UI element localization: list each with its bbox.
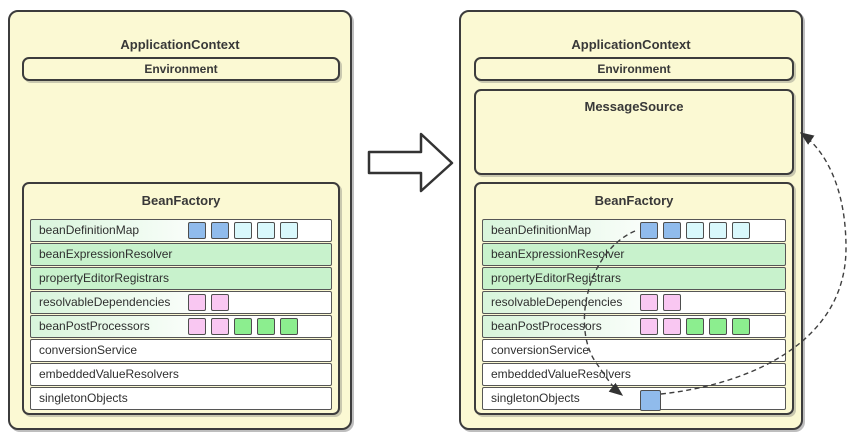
bean-square — [732, 318, 750, 335]
page-title: ApplicationContext — [120, 37, 240, 52]
row-label: beanPostProcessors — [491, 319, 602, 333]
row-propertyEditorRegistrars: propertyEditorRegistrars — [30, 267, 332, 290]
bean-square — [188, 294, 206, 311]
bean-square — [640, 222, 658, 239]
bean-factory-title: BeanFactory — [141, 193, 221, 208]
row-beanPostProcessors: beanPostProcessors — [30, 315, 332, 338]
row-embeddedValueResolvers: embeddedValueResolvers — [30, 363, 332, 386]
bean-square — [211, 222, 229, 239]
bean-factory-rows: beanDefinitionMap beanExpressionResolver… — [482, 219, 786, 411]
singleton-bean-square — [640, 390, 661, 411]
bean-squares — [640, 294, 681, 311]
row-conversionService: conversionService — [30, 339, 332, 362]
row-label: resolvableDependencies — [491, 295, 623, 309]
bean-factory-box: BeanFactory beanDefinitionMap beanExpres… — [474, 182, 794, 415]
row-beanExpressionResolver: beanExpressionResolver — [482, 243, 786, 266]
bean-square — [211, 318, 229, 335]
environment-box: Environment — [474, 57, 794, 81]
bean-square — [663, 222, 681, 239]
application-context-panel-before: ApplicationContext Environment BeanFacto… — [8, 10, 352, 430]
row-label: beanExpressionResolver — [491, 247, 625, 261]
row-singletonObjects: singletonObjects — [30, 387, 332, 410]
row-singletonObjects: singletonObjects — [482, 387, 786, 411]
row-label: propertyEditorRegistrars — [491, 271, 622, 285]
bean-square — [686, 318, 704, 335]
bean-square — [640, 318, 658, 335]
row-label: singletonObjects — [491, 391, 580, 405]
row-beanPostProcessors: beanPostProcessors — [482, 315, 786, 338]
row-beanExpressionResolver: beanExpressionResolver — [30, 243, 332, 266]
bean-square — [280, 318, 298, 335]
bean-squares — [640, 318, 750, 335]
environment-label: Environment — [597, 62, 671, 76]
bean-factory-box: BeanFactory beanDefinitionMap beanExpres… — [22, 182, 340, 415]
bean-factory-rows: beanDefinitionMap beanExpressionResolver… — [30, 219, 332, 411]
bean-squares — [188, 294, 229, 311]
bean-square — [663, 318, 681, 335]
row-resolvableDependencies: resolvableDependencies — [482, 291, 786, 314]
row-label: beanPostProcessors — [39, 319, 150, 333]
bean-square — [709, 222, 727, 239]
bean-factory-title: BeanFactory — [594, 193, 674, 208]
row-label: singletonObjects — [39, 391, 128, 405]
row-embeddedValueResolvers: embeddedValueResolvers — [482, 363, 786, 386]
row-label: embeddedValueResolvers — [491, 367, 631, 381]
row-propertyEditorRegistrars: propertyEditorRegistrars — [482, 267, 786, 290]
row-label: resolvableDependencies — [39, 295, 171, 309]
row-label: embeddedValueResolvers — [39, 367, 179, 381]
row-beanDefinitionMap: beanDefinitionMap — [482, 219, 786, 242]
bean-square — [709, 318, 727, 335]
bean-square — [257, 222, 275, 239]
row-resolvableDependencies: resolvableDependencies — [30, 291, 332, 314]
bean-square — [257, 318, 275, 335]
bean-squares — [188, 222, 298, 239]
bean-square — [732, 222, 750, 239]
bean-square — [280, 222, 298, 239]
bean-square — [686, 222, 704, 239]
row-label: beanExpressionResolver — [39, 247, 173, 261]
bean-squares — [640, 222, 750, 239]
bean-square — [663, 294, 681, 311]
bean-squares — [188, 318, 298, 335]
bean-square — [234, 222, 252, 239]
transition-arrow-icon — [367, 132, 454, 193]
environment-label: Environment — [144, 62, 218, 76]
bean-square — [211, 294, 229, 311]
bean-squares — [640, 390, 661, 411]
bean-square — [188, 222, 206, 239]
bean-square — [640, 294, 658, 311]
row-label: propertyEditorRegistrars — [39, 271, 170, 285]
bean-square — [188, 318, 206, 335]
row-label: conversionService — [39, 343, 138, 357]
row-label: conversionService — [491, 343, 590, 357]
row-beanDefinitionMap: beanDefinitionMap — [30, 219, 332, 242]
row-conversionService: conversionService — [482, 339, 786, 362]
message-source-box: MessageSource — [474, 89, 794, 175]
row-label: beanDefinitionMap — [39, 223, 140, 237]
row-label: beanDefinitionMap — [491, 223, 592, 237]
bean-square — [234, 318, 252, 335]
message-source-label: MessageSource — [584, 99, 684, 114]
page-title: ApplicationContext — [571, 37, 691, 52]
environment-box: Environment — [22, 57, 340, 81]
application-context-panel-after: ApplicationContext Environment MessageSo… — [459, 10, 803, 430]
